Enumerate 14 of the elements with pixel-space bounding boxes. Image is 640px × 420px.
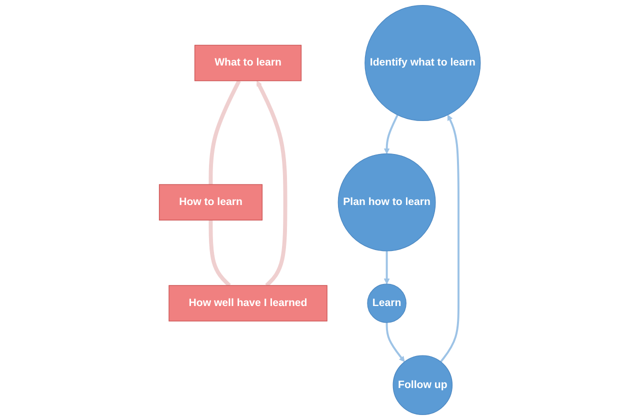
node-circle: Plan how to learn bbox=[338, 153, 436, 252]
node-box: What to learn bbox=[194, 44, 302, 82]
arrow bbox=[386, 322, 405, 362]
node-box: How to learn bbox=[159, 184, 263, 220]
connector bbox=[208, 80, 241, 185]
arrow bbox=[256, 80, 288, 287]
node-circle: Learn bbox=[367, 284, 407, 323]
arrow bbox=[440, 114, 460, 362]
connector bbox=[208, 220, 231, 287]
node-circle: Identify what to learn bbox=[364, 4, 481, 122]
node-circle: Follow up bbox=[392, 355, 453, 416]
node-box: How well have I learned bbox=[168, 285, 328, 322]
arrow bbox=[384, 250, 390, 284]
arrow bbox=[384, 114, 399, 154]
